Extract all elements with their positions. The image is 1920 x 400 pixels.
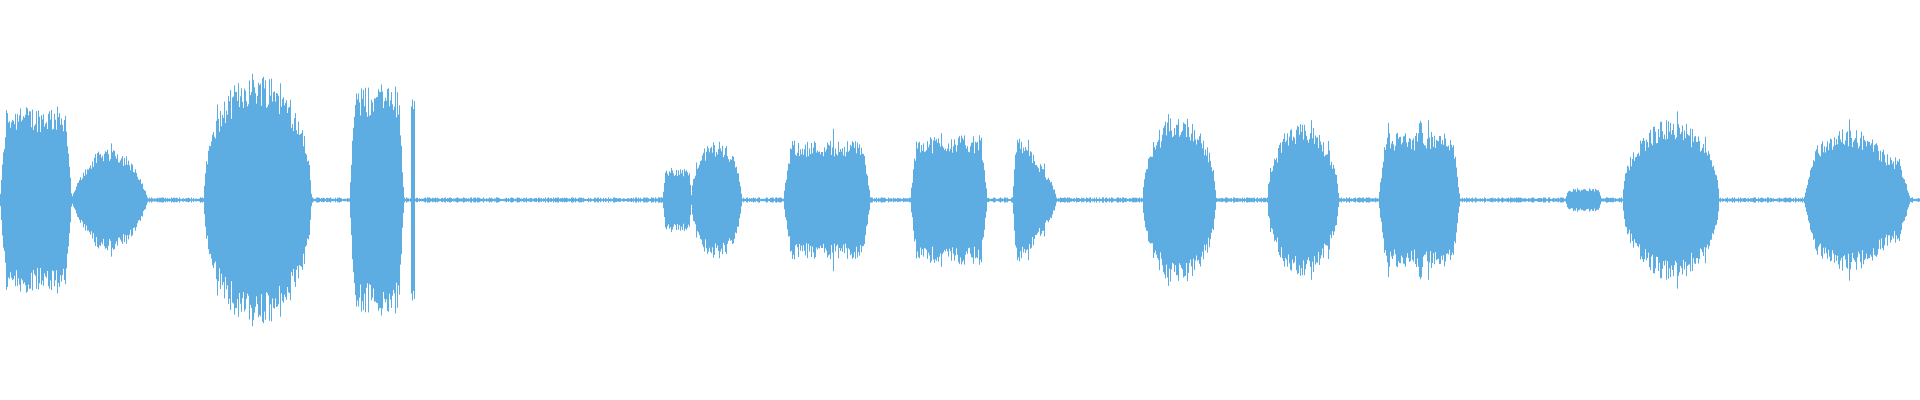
waveform-bars — [0, 73, 1920, 327]
